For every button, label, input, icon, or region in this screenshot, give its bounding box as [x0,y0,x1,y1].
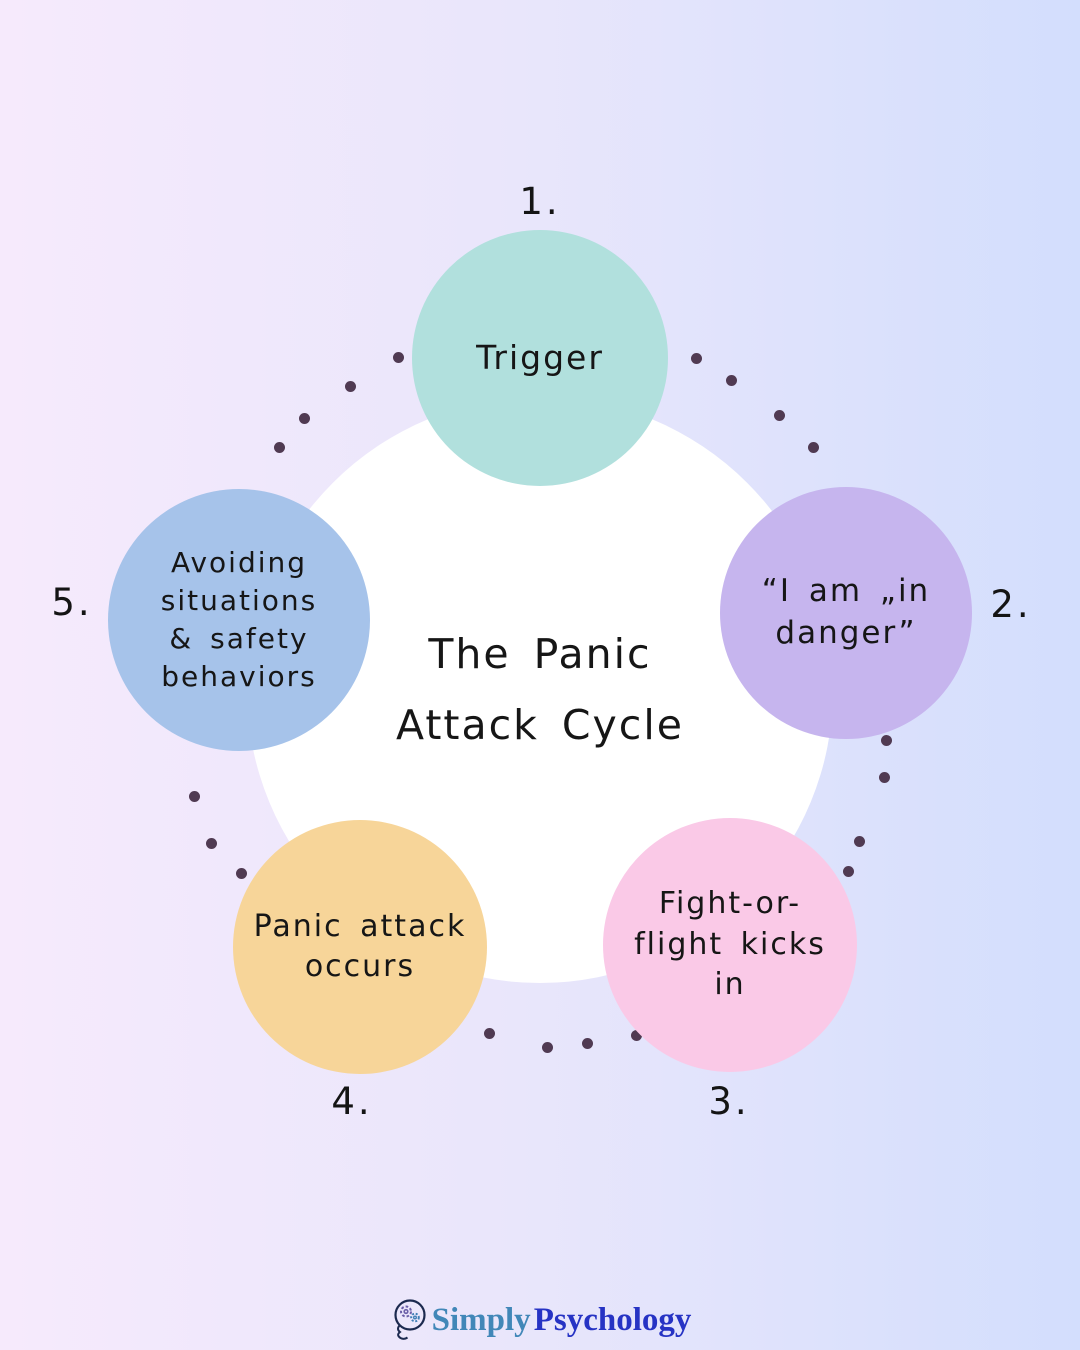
ring-dot [853,836,865,848]
ring-dot [273,441,285,453]
brand-simply: Simply [431,1301,531,1338]
step-number-1: 1. [519,180,561,223]
page-title-line2: Attack Cycle [396,701,684,749]
head-gears-logo-icon [394,1299,426,1340]
page-title-line1: The Panic [428,630,652,678]
step-circle-trigger: Trigger [412,230,668,486]
step-number-2: 2. [990,583,1032,626]
ring-dot [581,1037,593,1049]
ring-dot [299,413,311,425]
step-circle-i-am-in-danger: “I am „in danger” [720,487,972,739]
step-number-5: 5. [51,581,93,624]
ring-dot [484,1028,496,1040]
ring-dot [726,374,738,386]
step-circle-fight-or-flight: Fight-or- flight kicks in [603,818,857,1072]
ring-dot [345,380,357,392]
ring-dot [879,772,891,784]
page-title: The Panic Attack Cycle [396,634,684,746]
ring-dot [630,1029,642,1041]
brand-psychology: Psychology [533,1301,692,1338]
step-number-4: 4. [331,1080,373,1123]
step-circle-panic-attack-occurs: Panic attack occurs [233,820,487,1074]
step-number-3: 3. [708,1080,750,1123]
ring-dot [541,1041,553,1053]
step-label-i-am-in-danger: “I am „in danger” [761,573,931,651]
ring-dot [842,866,854,878]
step-circle-avoiding-situations: Avoiding situations & safety behaviors [108,489,370,751]
step-label-panic-attack-occurs: Panic attack occurs [253,908,467,985]
ring-dot [393,352,405,364]
step-label-avoiding-situations: Avoiding situations & safety behaviors [160,546,318,693]
ring-dot [236,867,248,879]
ring-dot [807,441,819,453]
step-label-fight-or-flight: Fight-or- flight kicks in [634,886,826,1003]
ring-dot [205,837,217,849]
ring-dot [690,353,702,365]
ring-dot [773,409,785,421]
ring-dot [880,734,892,746]
ring-dot [189,791,201,803]
step-label-trigger: Trigger [476,337,604,377]
